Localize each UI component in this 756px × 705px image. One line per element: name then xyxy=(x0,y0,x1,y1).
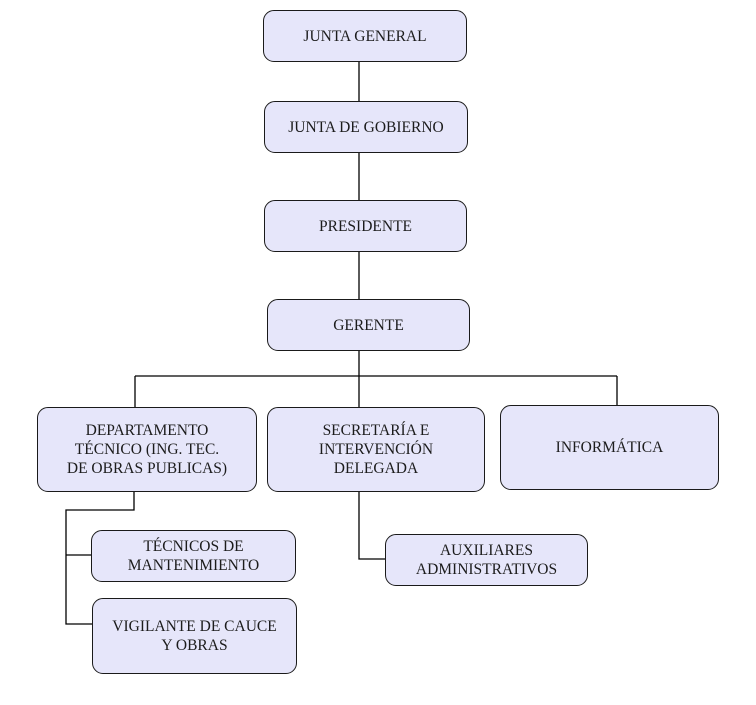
node-tecnicos-mantenimiento: TÉCNICOS DE MANTENIMIENTO xyxy=(91,530,296,582)
node-informatica: INFORMÁTICA xyxy=(500,405,719,490)
node-junta-de-gobierno: JUNTA DE GOBIERNO xyxy=(264,101,468,153)
node-vigilante-cauce-obras: VIGILANTE DE CAUCE Y OBRAS xyxy=(92,598,297,674)
node-departamento-tecnico: DEPARTAMENTO TÉCNICO (ING. TEC. DE OBRAS… xyxy=(37,407,257,492)
node-auxiliares-administrativos: AUXILIARES ADMINISTRATIVOS xyxy=(385,534,588,586)
node-secretaria-intervencion: SECRETARÍA E INTERVENCIÓN DELEGADA xyxy=(267,407,485,492)
node-gerente: GERENTE xyxy=(267,299,470,351)
connector-secretaria-to-auxiliares xyxy=(358,492,385,560)
node-junta-general: JUNTA GENERAL xyxy=(263,10,467,62)
node-presidente: PRESIDENTE xyxy=(264,200,467,252)
connector-depto-tecnico-down xyxy=(65,492,135,625)
